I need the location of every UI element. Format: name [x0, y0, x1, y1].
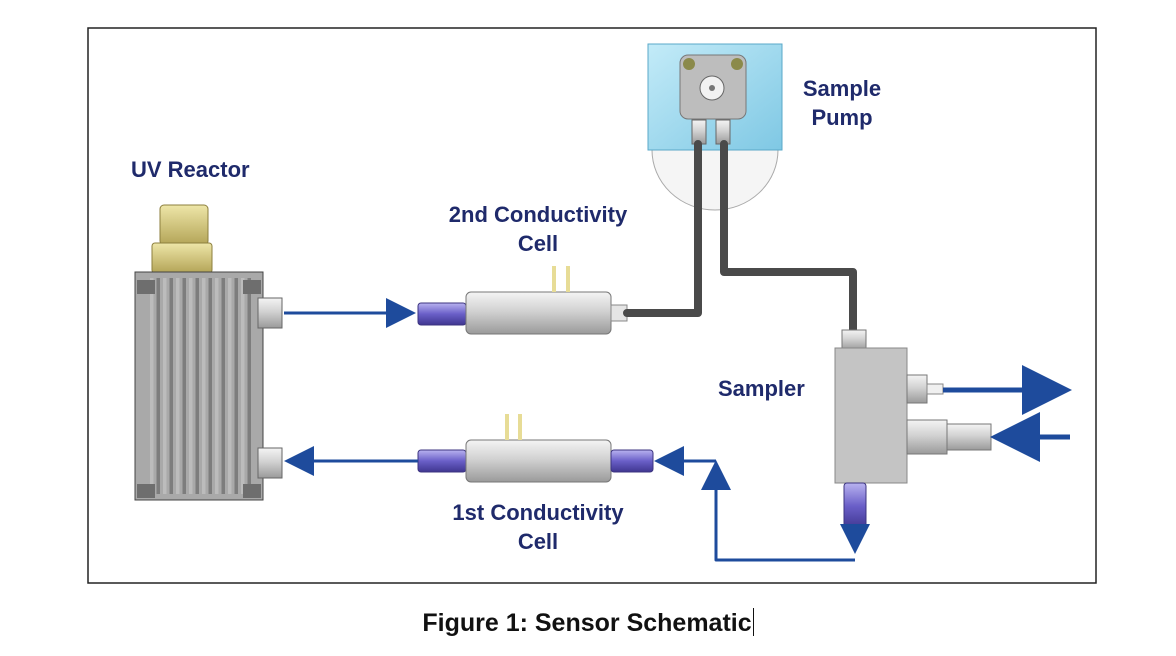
- sensor-schematic-diagram: UV Reactor 2nd Conductivity Cell 1st Con…: [87, 27, 1097, 584]
- uv-reactor-fin: [182, 278, 186, 494]
- uv-reactor-corner-bolt: [243, 484, 261, 498]
- pump-rotor-hub: [709, 85, 715, 91]
- cell1-sensor-pin-2: [518, 414, 522, 440]
- uv-reactor-label: UV Reactor: [131, 157, 250, 182]
- uv-reactor-inlet-port: [257, 447, 283, 479]
- uv-reactor-outlet-port: [257, 297, 283, 329]
- tubing: [623, 140, 857, 336]
- uv-reactor-fitting-neck: [151, 242, 213, 274]
- uv-reactor-corner-bolt: [137, 484, 155, 498]
- cell1-body: [465, 439, 612, 483]
- uv-reactor-corner-bolt: [243, 280, 261, 294]
- sampler: [834, 329, 992, 530]
- cell1-label-line2: Cell: [518, 529, 558, 554]
- pump-head-screw-left: [683, 58, 695, 70]
- cell2-purple-fitting: [417, 302, 467, 326]
- pump-label-line1: Sample: [803, 76, 881, 101]
- uv-reactor-fin: [208, 278, 212, 494]
- sampler-outlet-fitting: [906, 374, 928, 404]
- sample-pump: [647, 43, 783, 211]
- uv-reactor-fin: [195, 278, 199, 494]
- sampler-top-fitting: [841, 329, 867, 351]
- uv-reactor-fin: [189, 278, 193, 494]
- uv-reactor-corner-bolt: [137, 280, 155, 294]
- cell1-left-purple-fitting: [417, 449, 467, 473]
- uv-reactor-fin: [247, 278, 251, 494]
- uv-reactor-fin: [228, 278, 232, 494]
- pump-label-line2: Pump: [811, 105, 872, 130]
- uv-reactor: [134, 204, 283, 501]
- second-conductivity-cell: [417, 266, 628, 335]
- sampler-outlet-nipple: [926, 383, 944, 395]
- flow-bottom-return: [701, 460, 855, 562]
- sampler-body: [834, 347, 908, 484]
- uv-reactor-fins: [137, 278, 261, 498]
- figure-caption-text: Figure 1: Sensor Schematic: [422, 609, 752, 637]
- tube-cell2-to-pump: [623, 140, 702, 317]
- uv-reactor-fin: [215, 278, 219, 494]
- cell2-label-line1: 2nd Conductivity: [449, 202, 628, 227]
- cell1-sensor-pin-1: [505, 414, 509, 440]
- sampler-inlet-nut: [946, 423, 992, 451]
- pump-head-screw-right: [731, 58, 743, 70]
- uv-reactor-fin: [221, 278, 225, 494]
- cell2-body: [465, 291, 612, 335]
- uv-reactor-fin: [169, 278, 173, 494]
- sampler-bottom-purple-fitting: [843, 482, 867, 530]
- uv-reactor-fin: [150, 278, 154, 494]
- uv-reactor-fin: [234, 278, 238, 494]
- uv-reactor-fin: [241, 278, 245, 494]
- cell1-right-purple-fitting: [610, 449, 654, 473]
- uv-reactor-fin: [176, 278, 180, 494]
- uv-reactor-fin: [202, 278, 206, 494]
- sampler-label: Sampler: [718, 376, 805, 401]
- cell2-sensor-pin-1: [552, 266, 556, 292]
- uv-reactor-top-fitting: [159, 204, 209, 246]
- uv-reactor-fin: [156, 278, 160, 494]
- pump-rear-disc-face: [651, 149, 779, 211]
- figure-caption: Figure 1: Sensor Schematic: [0, 608, 1176, 638]
- uv-reactor-fin: [163, 278, 167, 494]
- sampler-inlet-fitting: [906, 419, 948, 455]
- text-cursor: [752, 608, 754, 636]
- cell2-sensor-pin-2: [566, 266, 570, 292]
- cell1-label-line1: 1st Conductivity: [452, 500, 624, 525]
- tube-pump-to-sampler: [720, 140, 857, 336]
- cell2-label-line2: Cell: [518, 231, 558, 256]
- flow-arrows: [284, 298, 1072, 562]
